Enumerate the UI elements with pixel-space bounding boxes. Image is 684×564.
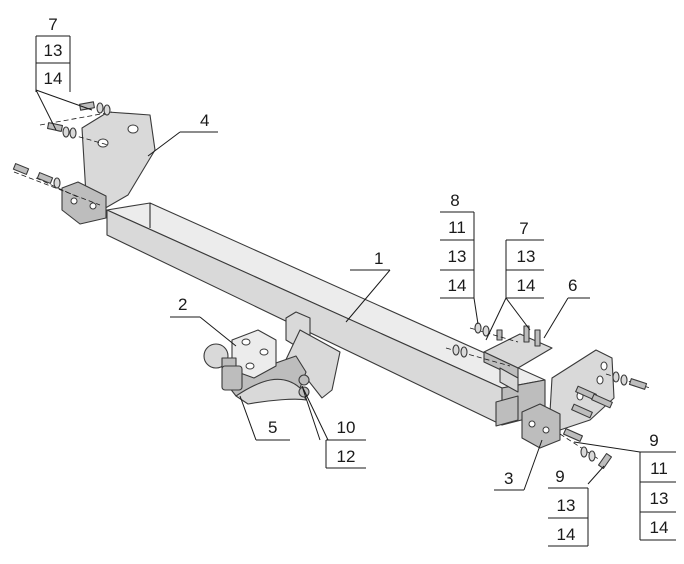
center-mount-plate xyxy=(445,322,553,393)
label-14: 14 xyxy=(557,525,576,544)
label-13: 13 xyxy=(650,489,669,508)
label-stack-center-right: 7 13 14 xyxy=(505,219,544,299)
label-7: 7 xyxy=(48,15,57,34)
label-13: 13 xyxy=(44,41,63,60)
ball-mount xyxy=(203,311,341,405)
label-stack-bottom-mid: 9 13 14 xyxy=(548,467,589,547)
label-11: 11 xyxy=(650,459,668,478)
label-12: 12 xyxy=(337,447,356,466)
label-7: 7 xyxy=(519,219,528,238)
leader-lines xyxy=(35,89,641,491)
label-10: 10 xyxy=(337,418,356,437)
left-bracket xyxy=(61,111,156,225)
label-13: 13 xyxy=(517,247,536,266)
label-stack-bottom-right: 9 11 13 14 xyxy=(639,431,676,541)
label-11: 11 xyxy=(448,218,466,237)
label-stack-ball: 10 12 xyxy=(325,418,366,469)
label-part-5: 5 xyxy=(268,418,277,437)
left-bracket-fasteners xyxy=(12,101,113,206)
label-part-3: 3 xyxy=(504,469,513,488)
label-part-2: 2 xyxy=(178,295,187,314)
right-bracket-fasteners xyxy=(559,371,651,470)
label-stack-top-left: 7 13 14 xyxy=(35,15,71,92)
label-14: 14 xyxy=(44,69,63,88)
label-14: 14 xyxy=(517,276,536,295)
label-8: 8 xyxy=(450,191,459,210)
label-stack-center-left: 8 11 13 14 xyxy=(440,191,475,299)
label-9: 9 xyxy=(649,431,658,450)
label-13: 13 xyxy=(448,247,467,266)
label-14: 14 xyxy=(448,276,467,295)
label-part-1: 1 xyxy=(374,249,383,268)
label-9: 9 xyxy=(555,467,564,486)
label-part-4: 4 xyxy=(200,111,209,130)
label-14: 14 xyxy=(650,518,669,537)
label-part-6: 6 xyxy=(568,276,577,295)
label-13: 13 xyxy=(557,496,576,515)
